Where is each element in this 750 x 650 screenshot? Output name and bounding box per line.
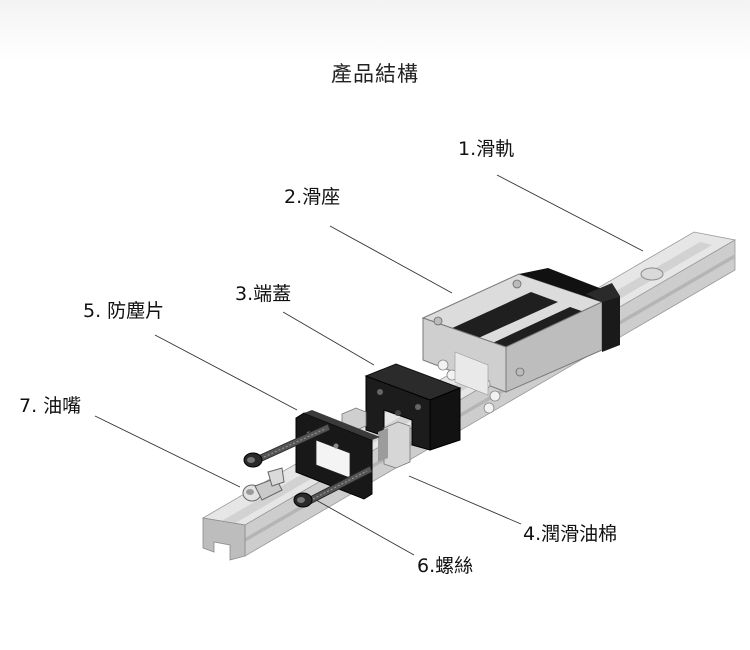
label-lube-pad: 4.潤滑油棉 [523,523,618,545]
slide-block [421,273,604,414]
label-rail: 1.滑軌 [458,138,515,160]
leader-lines [94,174,644,556]
leader-grease-nipple [94,415,241,488]
label-seal: 5. 防塵片 [83,300,165,322]
leader-screw [315,499,415,556]
lubrication-pad [341,407,411,469]
label-end-cap: 3.端蓋 [235,283,292,305]
leader-end-cap [282,311,375,366]
leader-block [329,225,453,294]
leader-lube-pad [408,475,522,525]
label-screw: 6.螺絲 [417,555,474,577]
leader-seal [154,334,298,411]
rear-end-cap [519,268,620,352]
grease-nipple [242,467,285,502]
screw-lower [293,465,373,508]
label-grease-nipple: 7. 油嘴 [19,395,82,417]
leader-rail [496,174,644,252]
label-block: 2.滑座 [284,186,341,208]
page-title: 產品結構 [331,62,419,86]
screw-upper [243,423,331,468]
